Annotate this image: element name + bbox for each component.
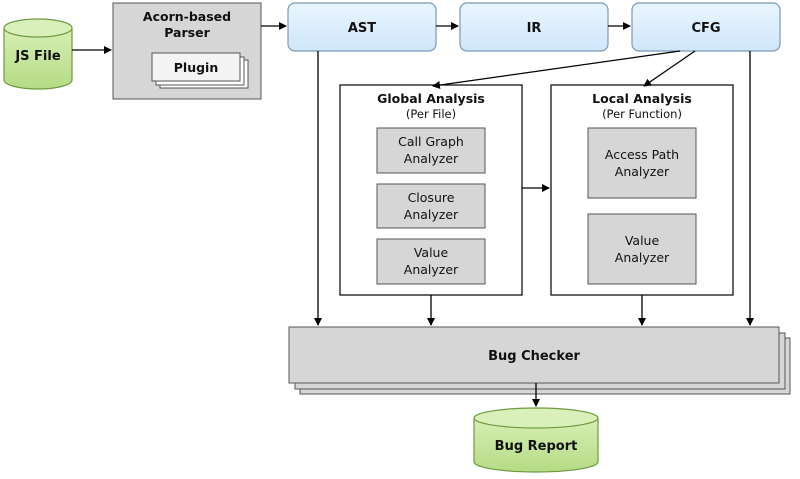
bug-report-label: Bug Report <box>495 439 578 454</box>
global-analysis-box: Global Analysis (Per File) Call Graph An… <box>339 84 523 296</box>
call-graph-analyzer: Call Graph Analyzer <box>376 127 486 174</box>
parser-node: Acorn-based Parser Plugin <box>112 2 262 100</box>
closure-label-2: Analyzer <box>404 207 459 222</box>
ir-label: IR <box>527 21 542 36</box>
call-graph-label-2: Analyzer <box>404 151 459 166</box>
bug-report-node: Bug Report <box>473 407 599 473</box>
edge-cfg-local <box>643 50 696 87</box>
bug-checker-node: Bug Checker <box>288 326 791 395</box>
local-analysis-box: Local Analysis (Per Function) Access Pat… <box>550 84 734 296</box>
global-analysis-title: Global Analysis <box>377 91 485 106</box>
ast-label: AST <box>348 21 376 36</box>
edges <box>72 22 754 407</box>
ir-node: IR <box>459 2 609 52</box>
edge-cfg-global <box>432 50 681 89</box>
closure-label-1: Closure <box>408 190 455 205</box>
js-file-node: JS File <box>3 18 73 90</box>
plugin-label: Plugin <box>174 60 218 75</box>
local-value-label-2: Analyzer <box>615 250 670 265</box>
closure-analyzer: Closure Analyzer <box>376 183 486 229</box>
cfg-label: CFG <box>691 21 720 36</box>
bug-checker-label: Bug Checker <box>488 349 580 364</box>
ast-node: AST <box>287 2 437 52</box>
local-analysis-title: Local Analysis <box>592 91 692 106</box>
parser-label-line1: Acorn-based <box>143 9 231 24</box>
local-value-analyzer: Value Analyzer <box>587 213 697 285</box>
call-graph-label-1: Call Graph <box>398 134 464 149</box>
local-analysis-subtitle: (Per Function) <box>602 107 682 121</box>
access-path-analyzer: Access Path Analyzer <box>587 127 697 199</box>
global-value-analyzer: Value Analyzer <box>376 238 486 285</box>
js-file-label: JS File <box>14 49 61 64</box>
plugin-node: Plugin <box>151 52 249 89</box>
global-value-label-2: Analyzer <box>404 262 459 277</box>
cfg-node: CFG <box>631 2 781 52</box>
global-analysis-subtitle: (Per File) <box>406 107 456 121</box>
local-value-label-1: Value <box>625 233 660 248</box>
parser-label-line2: Parser <box>164 25 210 40</box>
access-path-label-2: Analyzer <box>615 164 670 179</box>
access-path-label-1: Access Path <box>605 147 679 162</box>
global-value-label-1: Value <box>414 245 449 260</box>
